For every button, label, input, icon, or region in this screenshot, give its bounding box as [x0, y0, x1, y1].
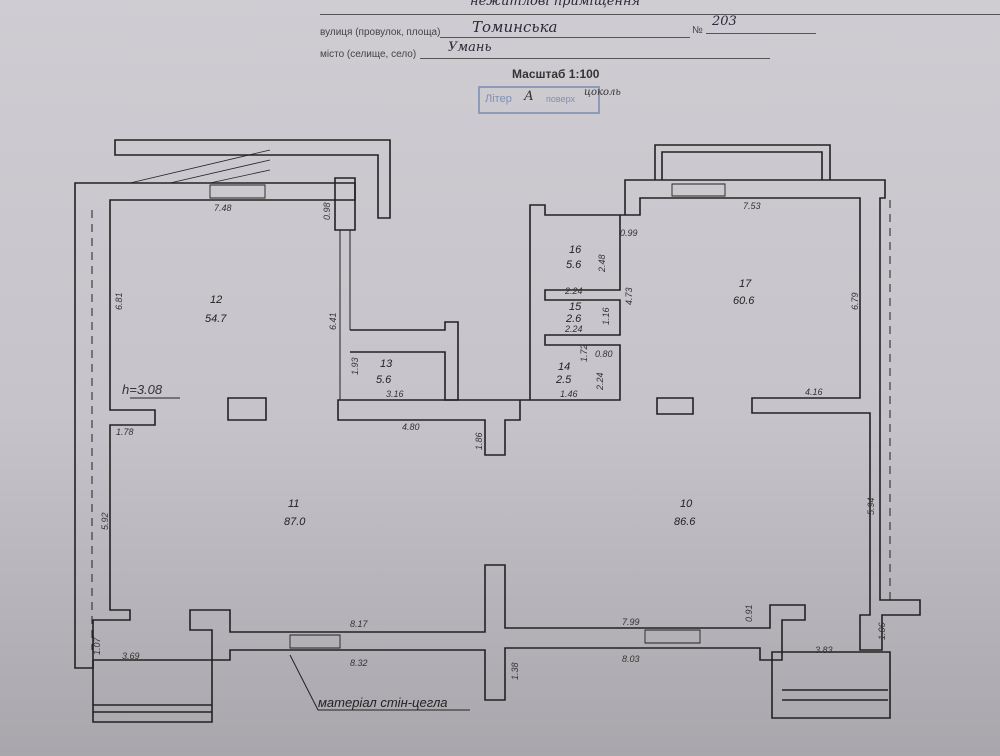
dimension: 8.03	[622, 654, 640, 664]
room-area: 87.0	[284, 516, 306, 528]
room-15: 152.6	[565, 301, 582, 325]
room-area: 60.6	[733, 295, 755, 307]
room-number: 10	[680, 498, 693, 510]
material-note: матеріал стін-цегла	[318, 695, 448, 710]
number-line	[706, 33, 816, 34]
dimension: 0.98	[322, 202, 332, 220]
dimension: 1.46	[560, 389, 578, 399]
dimension: 1.38	[510, 662, 520, 680]
room-number: 13	[380, 358, 393, 370]
dimension: 7.53	[743, 201, 761, 211]
walls	[74, 139, 921, 723]
dimension: 5.94	[866, 497, 876, 515]
room-17: 17 60.6	[733, 278, 755, 307]
room-16: 165.6	[566, 244, 582, 271]
room-area: 54.7	[205, 313, 227, 325]
right-porch	[771, 651, 891, 719]
room-10: 10 86.6	[674, 498, 696, 528]
room-11: 11 87.0	[284, 498, 306, 528]
dimension: 0.99	[620, 228, 638, 238]
city-value: Умань	[448, 40, 492, 55]
room-14: 142.5	[555, 361, 572, 386]
room-number: 14	[558, 361, 570, 373]
dimension: 8.32	[350, 658, 368, 668]
room-area: 2.5	[555, 374, 572, 386]
dimension: 8.17	[350, 619, 369, 629]
columns	[227, 397, 694, 421]
street-label: вулиця (провулок, площа)	[320, 27, 441, 38]
dimension: 1.93	[350, 357, 360, 375]
left-porch	[92, 659, 213, 723]
dimension: 0.91	[744, 604, 754, 622]
top-right-bay	[654, 144, 831, 180]
room-area: 5.6	[376, 374, 392, 386]
dimension-labels: 7.48 0.98 6.81 6.41 1.93 3.16 4.80 1.86 …	[92, 201, 887, 680]
column	[334, 177, 356, 231]
street-line	[440, 37, 690, 38]
dimension: 4.16	[805, 387, 823, 397]
dimension: 3.16	[386, 389, 404, 399]
dimension: 2.48	[597, 254, 607, 273]
dimension: 2.24	[564, 324, 583, 334]
room-number: 11	[288, 498, 299, 510]
dimension: 6.41	[328, 312, 338, 330]
street-value: Томинська	[472, 18, 558, 36]
partition	[339, 230, 351, 400]
letter-floor-stamp: Літер А поверх цоколь	[478, 86, 621, 114]
room-12: 12 54.7	[205, 294, 227, 325]
number-label: №	[692, 25, 703, 36]
windows-doors	[209, 183, 726, 649]
dimension: 2.24	[564, 286, 583, 296]
left-outer-wall	[74, 182, 356, 669]
dimension: 1.07	[92, 636, 102, 655]
number-value: 203	[712, 14, 737, 29]
dimension: 7.48	[214, 203, 232, 213]
room-13-wall	[350, 321, 459, 401]
scale-label: Масштаб 1:100	[512, 67, 600, 81]
stamp-letter-label: Літер	[485, 93, 512, 105]
axis-lines	[91, 200, 891, 650]
room-number: 12	[210, 294, 222, 306]
stamp-letter-value: А	[524, 89, 534, 104]
dimension: 1.16	[601, 307, 611, 325]
dimension: 6.79	[850, 292, 860, 310]
stair-steps	[129, 149, 271, 184]
city-line	[420, 58, 770, 59]
dimension: 1.78	[116, 427, 134, 437]
stair-enclosure	[114, 139, 391, 219]
dimension: 6.81	[114, 292, 124, 310]
dimension: 2.24	[595, 372, 605, 391]
dimension: 4.73	[624, 287, 634, 305]
dimension: 1.72	[579, 344, 589, 362]
stamp-floor-label: поверх	[546, 94, 575, 104]
room-area: 5.6	[566, 259, 582, 271]
ceiling-height: h=3.08	[122, 382, 163, 397]
stamp-floor-value: цоколь	[584, 87, 621, 98]
room-area: 86.6	[674, 516, 696, 528]
room-area: 2.6	[565, 313, 582, 325]
center-right-walls	[337, 179, 921, 651]
room-number: 16	[569, 244, 582, 256]
dimension: 7.99	[622, 617, 640, 627]
dimension: 5.92	[100, 512, 110, 530]
room-number: 17	[739, 278, 752, 290]
dimension: 1.86	[474, 432, 484, 450]
room-13: 135.6	[376, 358, 393, 386]
city-label: місто (селище, село)	[320, 49, 417, 60]
purpose-value: нежитлові приміщення	[470, 0, 641, 9]
material-leader	[289, 654, 470, 711]
dimension: 4.80	[402, 422, 420, 432]
room-number: 15	[569, 301, 582, 313]
dimension: 3.83	[815, 645, 833, 655]
purpose-line	[320, 14, 1000, 15]
dimension: 1.06	[877, 622, 887, 640]
dimension: 3.69	[122, 651, 140, 661]
bottom-wall	[189, 564, 806, 701]
dimension: 0.80	[595, 349, 613, 359]
